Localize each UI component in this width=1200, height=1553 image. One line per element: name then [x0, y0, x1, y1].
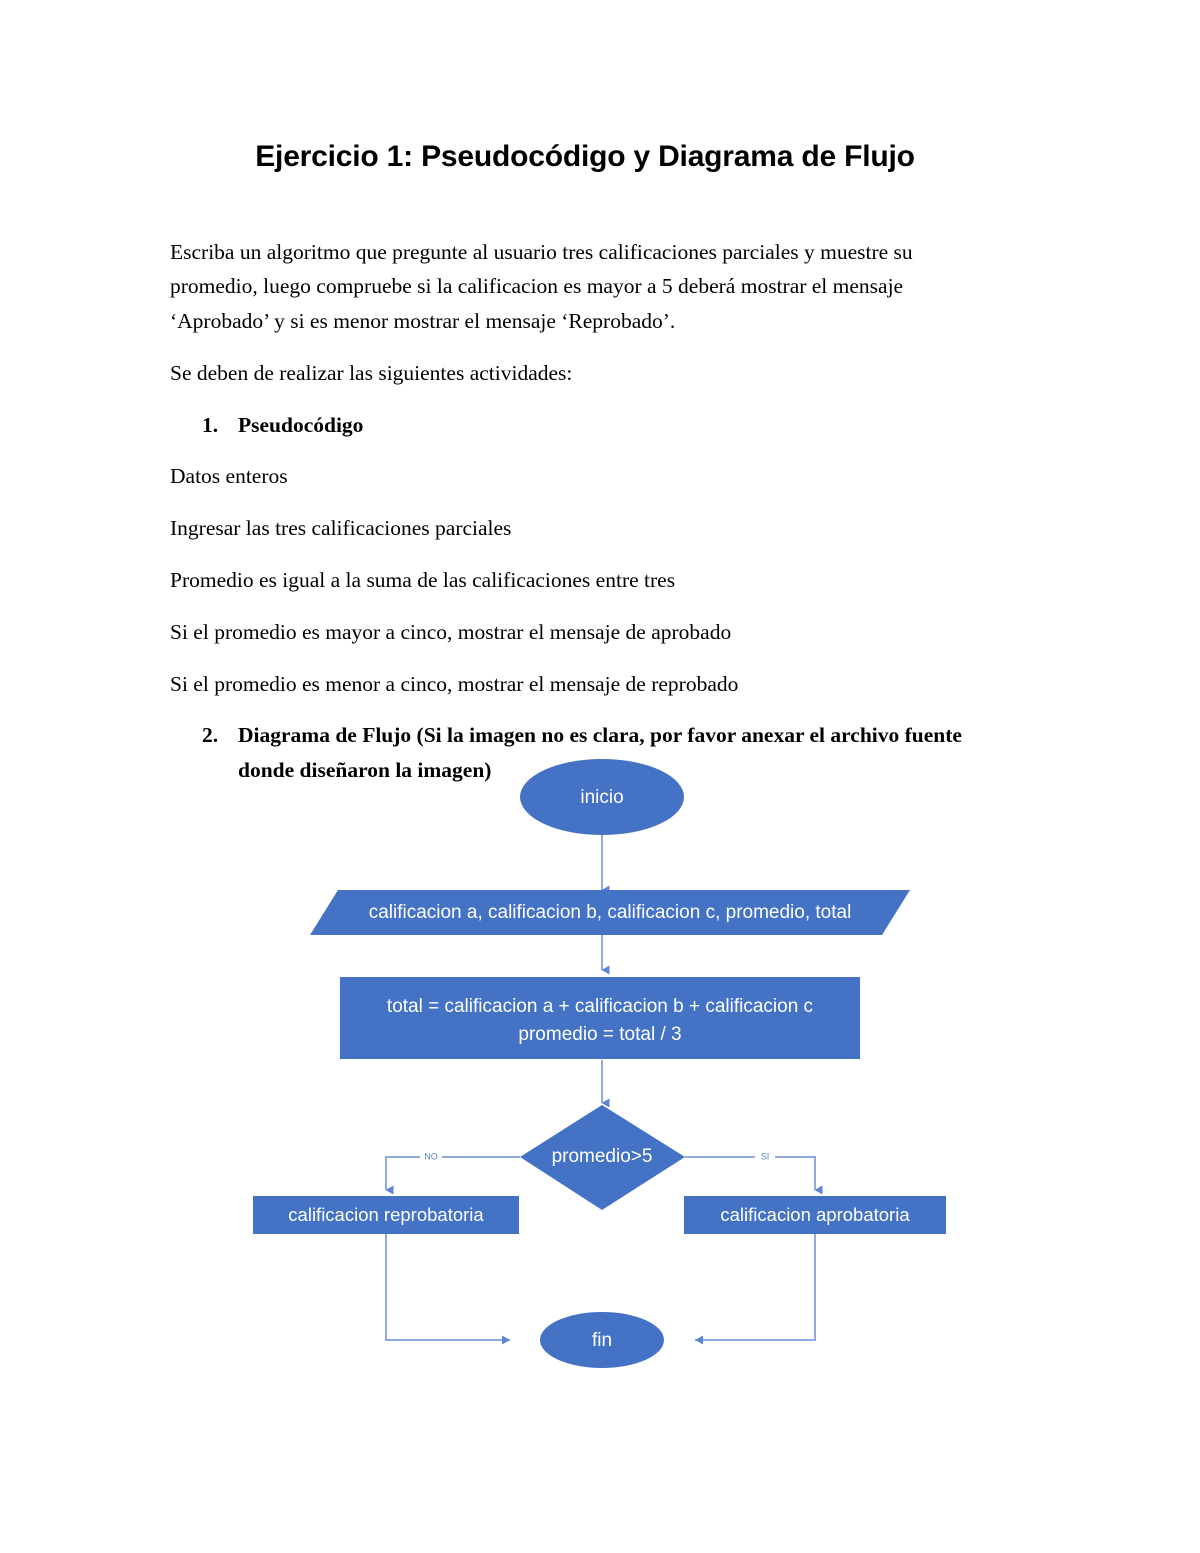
end-label: fin: [592, 1330, 612, 1351]
pseudocode-line-2: Ingresar las tres calificaciones parcial…: [170, 516, 512, 541]
activity-item-1: 1. Pseudocódigo: [170, 408, 1000, 442]
activity-label: Diagrama de Flujo (Si la imagen no es cl…: [238, 723, 962, 782]
result-no-label: calificacion reprobatoria: [288, 1204, 484, 1225]
activities-list-2: 2. Diagrama de Flujo (Si la imagen no es…: [170, 718, 1000, 787]
pseudocode-line-5: Si el promedio es menor a cinco, mostrar…: [170, 671, 739, 696]
flow-node-start[interactable]: inicio: [520, 759, 684, 835]
intro-paragraph: Escriba un algoritmo que pregunte al usu…: [170, 239, 913, 334]
flow-node-process[interactable]: total = calificacion a + calificacion b …: [340, 977, 860, 1059]
flowchart-figure: inicio calificacion a, calificacion b, c…: [0, 735, 1200, 1375]
flow-node-decision[interactable]: promedio>5: [520, 1105, 685, 1210]
result-yes-label: calificacion aprobatoria: [720, 1204, 910, 1225]
pseudocode-line-3: Promedio es igual a la suma de las calif…: [170, 567, 676, 592]
flowchart-svg: inicio calificacion a, calificacion b, c…: [253, 759, 946, 1368]
branch-label-si: SI: [761, 1151, 770, 1161]
pseudocode-line-1: Datos enteros: [170, 464, 288, 489]
activity-number: 2.: [202, 723, 219, 748]
connector-si-to-end: [695, 1230, 816, 1345]
no-label-backdrop: [420, 1149, 442, 1165]
flow-node-result-no[interactable]: calificacion reprobatoria: [253, 1196, 519, 1234]
connector-decision-no: [385, 1156, 520, 1195]
pseudocode-line-4: Si el promedio es mayor a cinco, mostrar…: [170, 619, 732, 644]
io-label: calificacion a, calificacion b, califica…: [369, 902, 852, 923]
connector-no-to-end: [385, 1230, 510, 1345]
si-label-backdrop: [755, 1149, 775, 1165]
page-title: Ejercicio 1: Pseudocódigo y Diagrama de …: [255, 140, 915, 173]
flow-node-end[interactable]: fin: [540, 1312, 664, 1368]
flow-connectors: [385, 835, 823, 1345]
activity-number: 1.: [202, 412, 219, 437]
activities-lead: Se deben de realizar las siguientes acti…: [170, 360, 573, 385]
process-label-line2: promedio = total / 3: [518, 1024, 681, 1045]
start-ellipse-shape: [520, 759, 684, 835]
decision-diamond-shape: [520, 1105, 685, 1210]
process-label-line1: total = calificacion a + calificacion b …: [387, 996, 813, 1017]
activity-item-2: 2. Diagrama de Flujo (Si la imagen no es…: [170, 718, 1000, 787]
result-yes-rect-shape: [684, 1196, 946, 1234]
decision-label: promedio>5: [552, 1146, 653, 1167]
process-rect-shape: [340, 977, 860, 1059]
activity-label: Pseudocódigo: [238, 412, 364, 437]
branch-label-no: NO: [424, 1151, 438, 1161]
start-label: inicio: [580, 787, 623, 808]
flow-node-io[interactable]: calificacion a, calificacion b, califica…: [310, 890, 910, 935]
document-body: Ejercicio 1: Pseudocódigo y Diagrama de …: [170, 0, 1000, 787]
activities-list: 1. Pseudocódigo: [170, 408, 1000, 442]
connector-decision-si: [685, 1156, 823, 1195]
result-no-rect-shape: [253, 1196, 519, 1234]
io-parallelogram-shape: [310, 890, 910, 935]
end-ellipse-shape: [540, 1312, 664, 1368]
flow-node-result-yes[interactable]: calificacion aprobatoria: [684, 1196, 946, 1234]
flow-branch-labels: NO SI: [420, 1149, 775, 1165]
